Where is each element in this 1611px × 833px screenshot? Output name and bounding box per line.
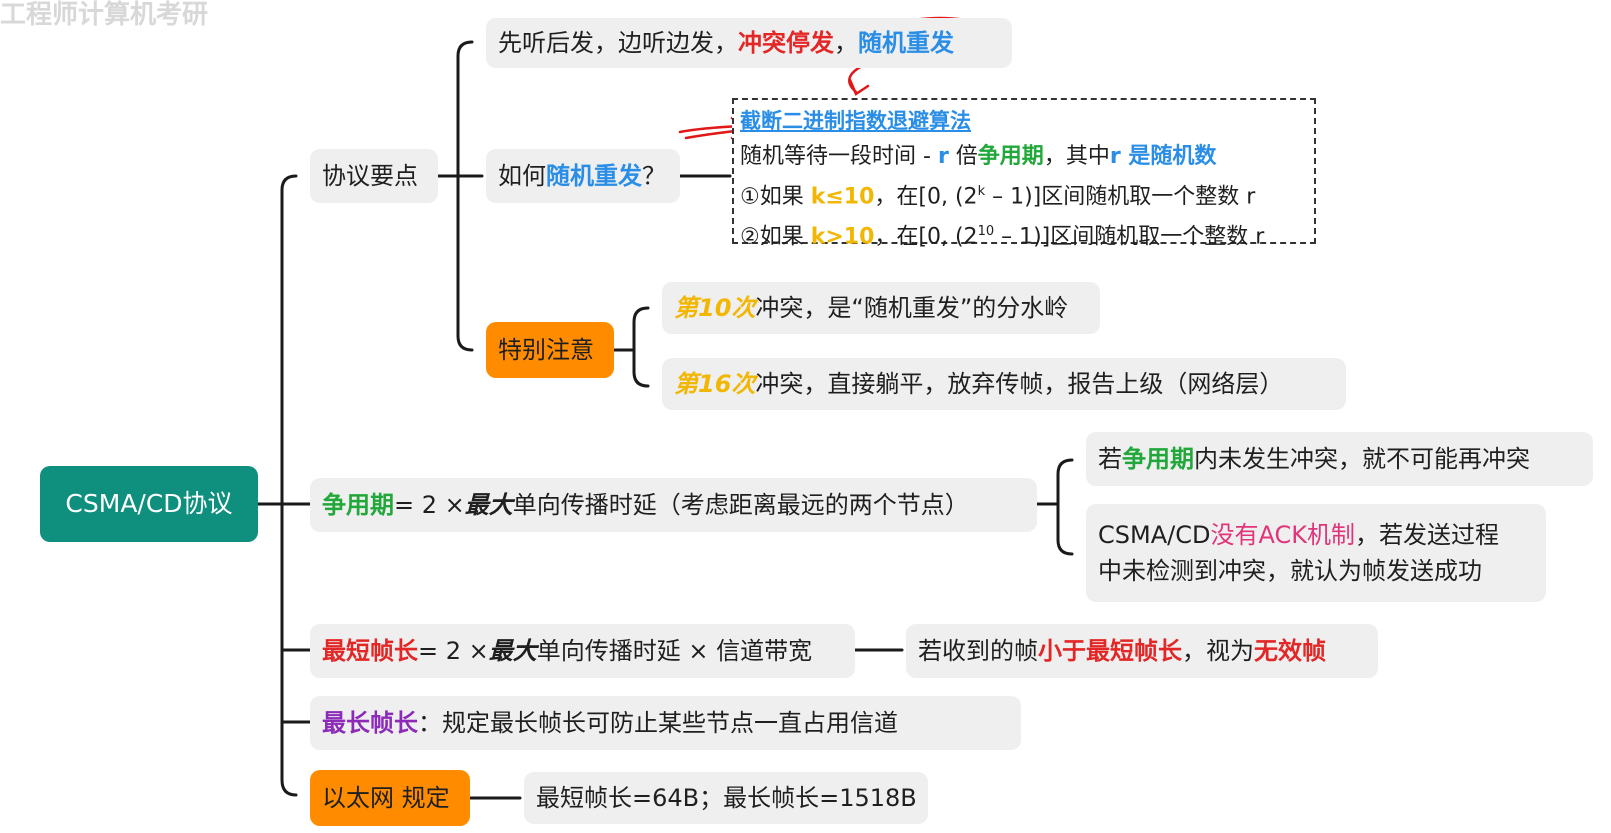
algo-line1-random: r 是随机数 xyxy=(1109,144,1217,169)
algo-line2-c: ，在[0, (2 xyxy=(874,184,978,210)
algo-line2-a: ①如果 xyxy=(740,184,811,210)
random-resend-text: 随机重发 xyxy=(858,28,954,57)
min-frame-child: 若收到的帧小于最短帧长，视为无效帧 xyxy=(906,624,1378,678)
max-frame-term: 最长帧长 xyxy=(322,708,418,737)
min-frame-child-c: ，视为 xyxy=(1182,636,1254,665)
algo-line1-e: ，其中 xyxy=(1043,144,1110,169)
contention-c2-line2: 中未检测到冲突，就认为帧发送成功 xyxy=(1098,557,1482,585)
backoff-algorithm-box: 截断二进制指数退避算法 随机等待一段时间 - r 倍争用期，其中r 是随机数 ①… xyxy=(732,98,1316,250)
listen-comma: ， xyxy=(834,28,858,57)
min-frame-child-invalid: 无效帧 xyxy=(1254,636,1326,665)
algo-line1-c: 倍 xyxy=(948,144,978,169)
listen-node: 先听后发，边听边发，冲突停发，随机重发 xyxy=(486,18,1012,68)
contention-max: 最大 xyxy=(464,490,513,519)
ethernet-child: 最短帧长=64B；最长帧长=1518B xyxy=(524,772,928,824)
contention-c1-a: 若 xyxy=(1098,444,1122,473)
special-notice-node: 特别注意 xyxy=(486,322,614,378)
contention-term: 争用期 xyxy=(322,490,394,519)
notice-16th-highlight: 第16次 xyxy=(674,369,756,398)
watermark: 工程师计算机考研 xyxy=(0,0,209,30)
max-frame-desc: ：规定最长帧长可防止某些节点一直占用信道 xyxy=(418,708,898,737)
root-label: CSMA/CD协议 xyxy=(65,489,233,518)
algo-line2-sup: k xyxy=(977,184,986,199)
algo-line-3: ②如果 k>10，在[0, (210 – 1)]区间随机取一个整数 r xyxy=(740,214,1308,254)
backoff-algorithm-title: 截断二进制指数退避算法 xyxy=(740,109,971,133)
algo-line3-c: ，在[0, (2 xyxy=(874,224,978,250)
algo-line1-r: r xyxy=(937,144,949,169)
algo-line1-a: 随机等待一段时间 - xyxy=(740,144,938,169)
algo-line1-contention: 争用期 xyxy=(977,144,1044,169)
algo-line3-a: ②如果 xyxy=(740,224,811,250)
contention-c2-a: CSMA/CD xyxy=(1098,521,1211,549)
contention-c2-c: ，若发送过程 xyxy=(1354,521,1499,549)
notice-10th-text: 冲突，是“随机重发”的分水岭 xyxy=(755,293,1069,322)
ethernet-child-text: 最短帧长=64B；最长帧长=1518B xyxy=(536,783,917,812)
algo-line3-cond: k>10 xyxy=(810,224,875,250)
contention-period-node: 争用期 = 2 × 最大单向传播时延（考虑距离最远的两个节点） xyxy=(310,478,1037,532)
contention-desc: 单向传播时延（考虑距离最远的两个节点） xyxy=(512,490,969,519)
protocol-points-node: 协议要点 xyxy=(310,149,438,203)
min-frame-desc: 单向传播时延 × 信道带宽 xyxy=(536,636,813,665)
ethernet-node: 以太网 规定 xyxy=(310,770,470,826)
max-frame-node: 最长帧长：规定最长帧长可防止某些节点一直占用信道 xyxy=(310,696,1021,750)
contention-c2-line1: CSMA/CD没有ACK机制，若发送过程 xyxy=(1098,517,1499,553)
min-frame-max: 最大 xyxy=(488,636,537,665)
algo-line2-cond: k≤10 xyxy=(810,184,875,210)
min-frame-term: 最短帧长 xyxy=(322,636,418,665)
notice-16th-node: 第16次冲突，直接躺平，放弃传帧，报告上级（网络层） xyxy=(662,358,1346,410)
algo-line-2: ①如果 k≤10，在[0, (2k – 1)]区间随机取一个整数 r xyxy=(740,174,1308,214)
how-text: 如何 xyxy=(498,161,546,190)
contention-child-2: CSMA/CD没有ACK机制，若发送过程 中未检测到冲突，就认为帧发送成功 xyxy=(1086,504,1546,602)
listen-text: 先听后发，边听边发， xyxy=(498,28,738,57)
min-frame-child-a: 若收到的帧 xyxy=(918,636,1038,665)
min-frame-child-less: 小于最短帧长 xyxy=(1038,636,1182,665)
notice-10th-node: 第10次冲突，是“随机重发”的分水岭 xyxy=(662,282,1100,334)
how-question: ？ xyxy=(642,161,666,190)
min-frame-node: 最短帧长 = 2 × 最大单向传播时延 × 信道带宽 xyxy=(310,624,855,678)
root-node: CSMA/CD协议 xyxy=(40,466,258,542)
contention-c2-noack: 没有ACK机制 xyxy=(1210,521,1355,549)
collision-stop-text: 冲突停发 xyxy=(738,28,834,57)
contention-eq: = 2 × xyxy=(394,490,465,519)
algo-line3-d: – 1)]区间随机取一个整数 r xyxy=(994,224,1265,250)
min-frame-eq: = 2 × xyxy=(418,636,489,665)
protocol-points-label: 协议要点 xyxy=(322,161,418,190)
contention-c1-c: 内未发生冲突，就不可能再冲突 xyxy=(1194,444,1530,473)
contention-c1-term: 争用期 xyxy=(1122,444,1194,473)
notice-10th-highlight: 第10次 xyxy=(674,293,756,322)
contention-child-1: 若争用期内未发生冲突，就不可能再冲突 xyxy=(1086,432,1593,486)
how-highlight: 随机重发 xyxy=(546,161,642,190)
special-notice-label: 特别注意 xyxy=(498,335,594,364)
ethernet-label: 以太网 规定 xyxy=(322,783,450,812)
notice-16th-text: 冲突，直接躺平，放弃传帧，报告上级（网络层） xyxy=(755,369,1284,398)
how-resend-node: 如何随机重发？ xyxy=(486,149,680,203)
algo-line-1: 随机等待一段时间 - r 倍争用期，其中r 是随机数 xyxy=(740,139,1308,174)
algo-line3-sup: 10 xyxy=(977,224,995,240)
algo-line2-d: – 1)]区间随机取一个整数 r xyxy=(985,184,1256,210)
